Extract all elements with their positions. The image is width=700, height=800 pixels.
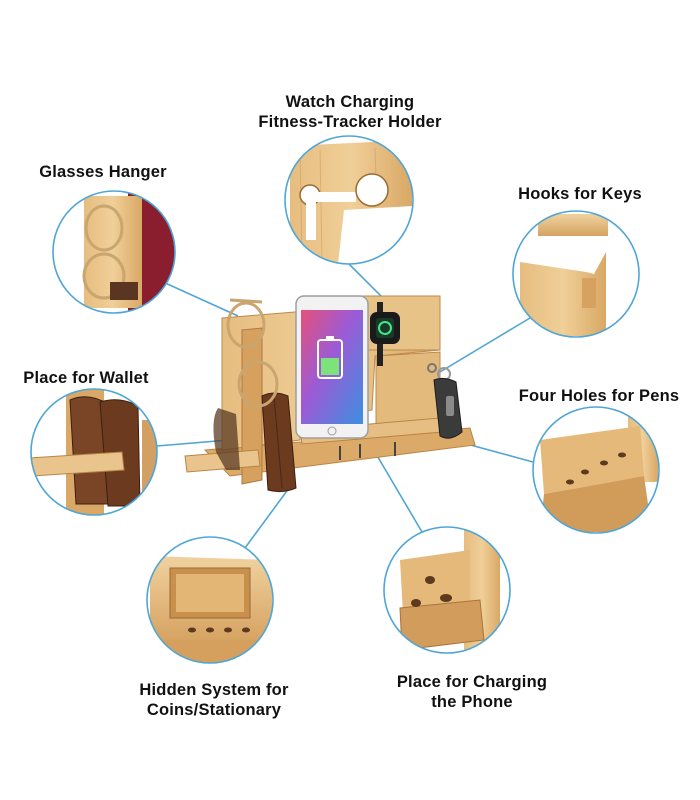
label-line: Hooks for Keys	[518, 185, 642, 203]
label-line: Place for Charging	[396, 673, 548, 691]
label-line: Glasses Hanger	[39, 163, 167, 181]
label-line: Four Holes for Pens	[518, 387, 680, 405]
circle-keys	[512, 210, 640, 338]
circle-coins	[146, 536, 274, 664]
connector-coins	[244, 483, 293, 549]
watch	[370, 302, 400, 366]
circle-glasses	[52, 190, 176, 314]
circle-pens	[532, 406, 660, 534]
phone	[295, 295, 369, 439]
circle-watch	[284, 135, 414, 265]
label-line: Hidden System for	[139, 681, 289, 699]
label-hooks-for-keys: Hooks for Keys	[500, 184, 660, 204]
label-place-for-wallet: Place for Wallet	[6, 368, 166, 388]
label-line: Coins/Stationary	[146, 701, 282, 719]
wallet	[261, 392, 297, 493]
label-glasses-hanger: Glasses Hanger	[18, 162, 188, 182]
connector-lines	[156, 263, 534, 549]
label-line: Watch Charging	[285, 93, 415, 111]
label-line: the Phone	[431, 693, 513, 711]
label-line: Fitness-Tracker Holder	[258, 113, 442, 131]
glasses	[226, 298, 279, 408]
docking-station	[184, 295, 476, 493]
connector-glasses	[162, 281, 239, 317]
label-four-holes-for-pens: Four Holes for Pens	[506, 386, 692, 406]
label-line: Place for Wallet	[23, 369, 149, 387]
keys	[427, 363, 463, 439]
label-phone-charging: Place for Charging the Phone	[374, 672, 570, 712]
label-hidden-system: Hidden System for Coins/Stationary	[116, 680, 312, 720]
circle-wallet	[30, 388, 158, 516]
circle-phone	[383, 526, 511, 654]
back-stand	[213, 408, 240, 470]
connector-keys	[439, 317, 531, 373]
label-watch-charging: Watch Charging Fitness-Tracker Holder	[220, 92, 480, 132]
